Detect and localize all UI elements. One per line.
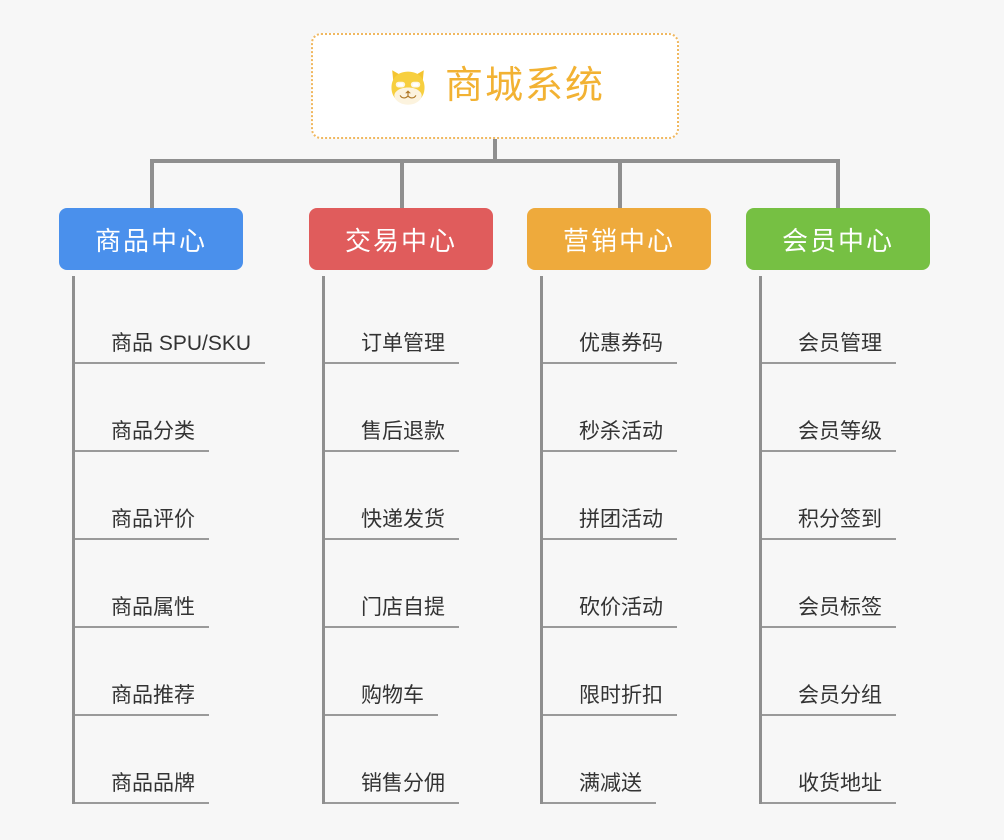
leaf-item-label: 砍价活动 xyxy=(543,596,677,628)
branch-column-3: 营销中心优惠券码秒杀活动拼团活动砍价活动限时折扣满减送 xyxy=(527,208,711,804)
leaf-item-label: 商品品牌 xyxy=(75,772,209,804)
category-box-3[interactable]: 营销中心 xyxy=(527,208,711,270)
leaf-item[interactable]: 购物车 xyxy=(325,628,493,716)
leaf-item-label: 订单管理 xyxy=(325,332,459,364)
leaf-item-label: 优惠券码 xyxy=(543,332,677,364)
leaf-item-label: 会员标签 xyxy=(762,596,896,628)
leaf-list-4: 会员管理会员等级积分签到会员标签会员分组收货地址 xyxy=(759,276,930,804)
category-box-4[interactable]: 会员中心 xyxy=(746,208,930,270)
leaf-item-label: 购物车 xyxy=(325,684,438,716)
leaf-item[interactable]: 会员等级 xyxy=(762,364,930,452)
leaf-item-label: 限时折扣 xyxy=(543,684,677,716)
leaf-item[interactable]: 会员分组 xyxy=(762,628,930,716)
connector-root-stem xyxy=(493,139,497,163)
category-label: 交易中心 xyxy=(344,225,457,256)
leaf-item[interactable]: 商品 SPU/SKU xyxy=(75,276,266,364)
connector-horizontal-bus xyxy=(150,159,838,163)
leaf-item-label: 门店自提 xyxy=(325,596,459,628)
leaf-list-2: 订单管理售后退款快递发货门店自提购物车销售分佣 xyxy=(322,276,493,804)
leaf-item[interactable]: 订单管理 xyxy=(325,276,493,364)
leaf-item[interactable]: 快递发货 xyxy=(325,452,493,540)
leaf-item-label: 积分签到 xyxy=(762,508,896,540)
leaf-item[interactable]: 商品评价 xyxy=(75,452,243,540)
leaf-item[interactable]: 销售分佣 xyxy=(325,716,493,804)
leaf-item[interactable]: 秒杀活动 xyxy=(543,364,711,452)
leaf-item-label: 秒杀活动 xyxy=(543,420,677,452)
leaf-item-label: 会员管理 xyxy=(762,332,896,364)
leaf-item[interactable]: 商品属性 xyxy=(75,540,243,628)
root-node-shop-system[interactable]: 商城系统 xyxy=(311,33,679,139)
leaf-item[interactable]: 商品推荐 xyxy=(75,628,243,716)
leaf-item-label: 会员等级 xyxy=(762,420,896,452)
leaf-item[interactable]: 商品分类 xyxy=(75,364,243,452)
leaf-item-label: 商品属性 xyxy=(75,596,209,628)
root-node-label: 商城系统 xyxy=(444,65,605,107)
leaf-item-label: 会员分组 xyxy=(762,684,896,716)
leaf-item[interactable]: 门店自提 xyxy=(325,540,493,628)
category-label: 会员中心 xyxy=(781,225,894,256)
leaf-item[interactable]: 满减送 xyxy=(543,716,711,804)
leaf-item-label: 拼团活动 xyxy=(543,508,677,540)
connector-drop-4 xyxy=(836,159,840,210)
leaf-item[interactable]: 优惠券码 xyxy=(543,276,711,364)
leaf-item-label: 快递发货 xyxy=(325,508,459,540)
connector-drop-3 xyxy=(618,159,622,210)
leaf-list-1: 商品 SPU/SKU 商品分类商品评价商品属性商品推荐商品品牌 xyxy=(72,276,266,804)
connector-drop-2 xyxy=(400,159,404,210)
branch-column-4: 会员中心会员管理会员等级积分签到会员标签会员分组收货地址 xyxy=(746,208,930,804)
leaf-item[interactable]: 会员管理 xyxy=(762,276,930,364)
leaf-item[interactable]: 商品品牌 xyxy=(75,716,243,804)
leaf-item[interactable]: 限时折扣 xyxy=(543,628,711,716)
leaf-item[interactable]: 砍价活动 xyxy=(543,540,711,628)
leaf-item[interactable]: 会员标签 xyxy=(762,540,930,628)
leaf-item[interactable]: 收货地址 xyxy=(762,716,930,804)
branch-column-1: 商品中心商品 SPU/SKU 商品分类商品评价商品属性商品推荐商品品牌 xyxy=(59,208,266,804)
leaf-item-label: 商品推荐 xyxy=(75,684,209,716)
leaf-item-label: 商品 SPU/SKU xyxy=(75,332,266,364)
leaf-item[interactable]: 积分签到 xyxy=(762,452,930,540)
leaf-item[interactable]: 拼团活动 xyxy=(543,452,711,540)
leaf-list-3: 优惠券码秒杀活动拼团活动砍价活动限时折扣满减送 xyxy=(540,276,711,804)
leaf-item-label: 销售分佣 xyxy=(325,772,459,804)
leaf-item-label: 满减送 xyxy=(543,772,656,804)
category-box-2[interactable]: 交易中心 xyxy=(309,208,493,270)
category-label: 商品中心 xyxy=(94,225,207,256)
shiba-dog-icon xyxy=(391,70,425,105)
leaf-item-label: 商品评价 xyxy=(75,508,209,540)
leaf-item-label: 收货地址 xyxy=(762,772,896,804)
branch-column-2: 交易中心订单管理售后退款快递发货门店自提购物车销售分佣 xyxy=(309,208,493,804)
leaf-item-label: 商品分类 xyxy=(75,420,209,452)
category-label: 营销中心 xyxy=(562,225,675,256)
leaf-item-label: 售后退款 xyxy=(325,420,459,452)
connector-drop-1 xyxy=(150,159,154,210)
category-box-1[interactable]: 商品中心 xyxy=(59,208,243,270)
leaf-item[interactable]: 售后退款 xyxy=(325,364,493,452)
